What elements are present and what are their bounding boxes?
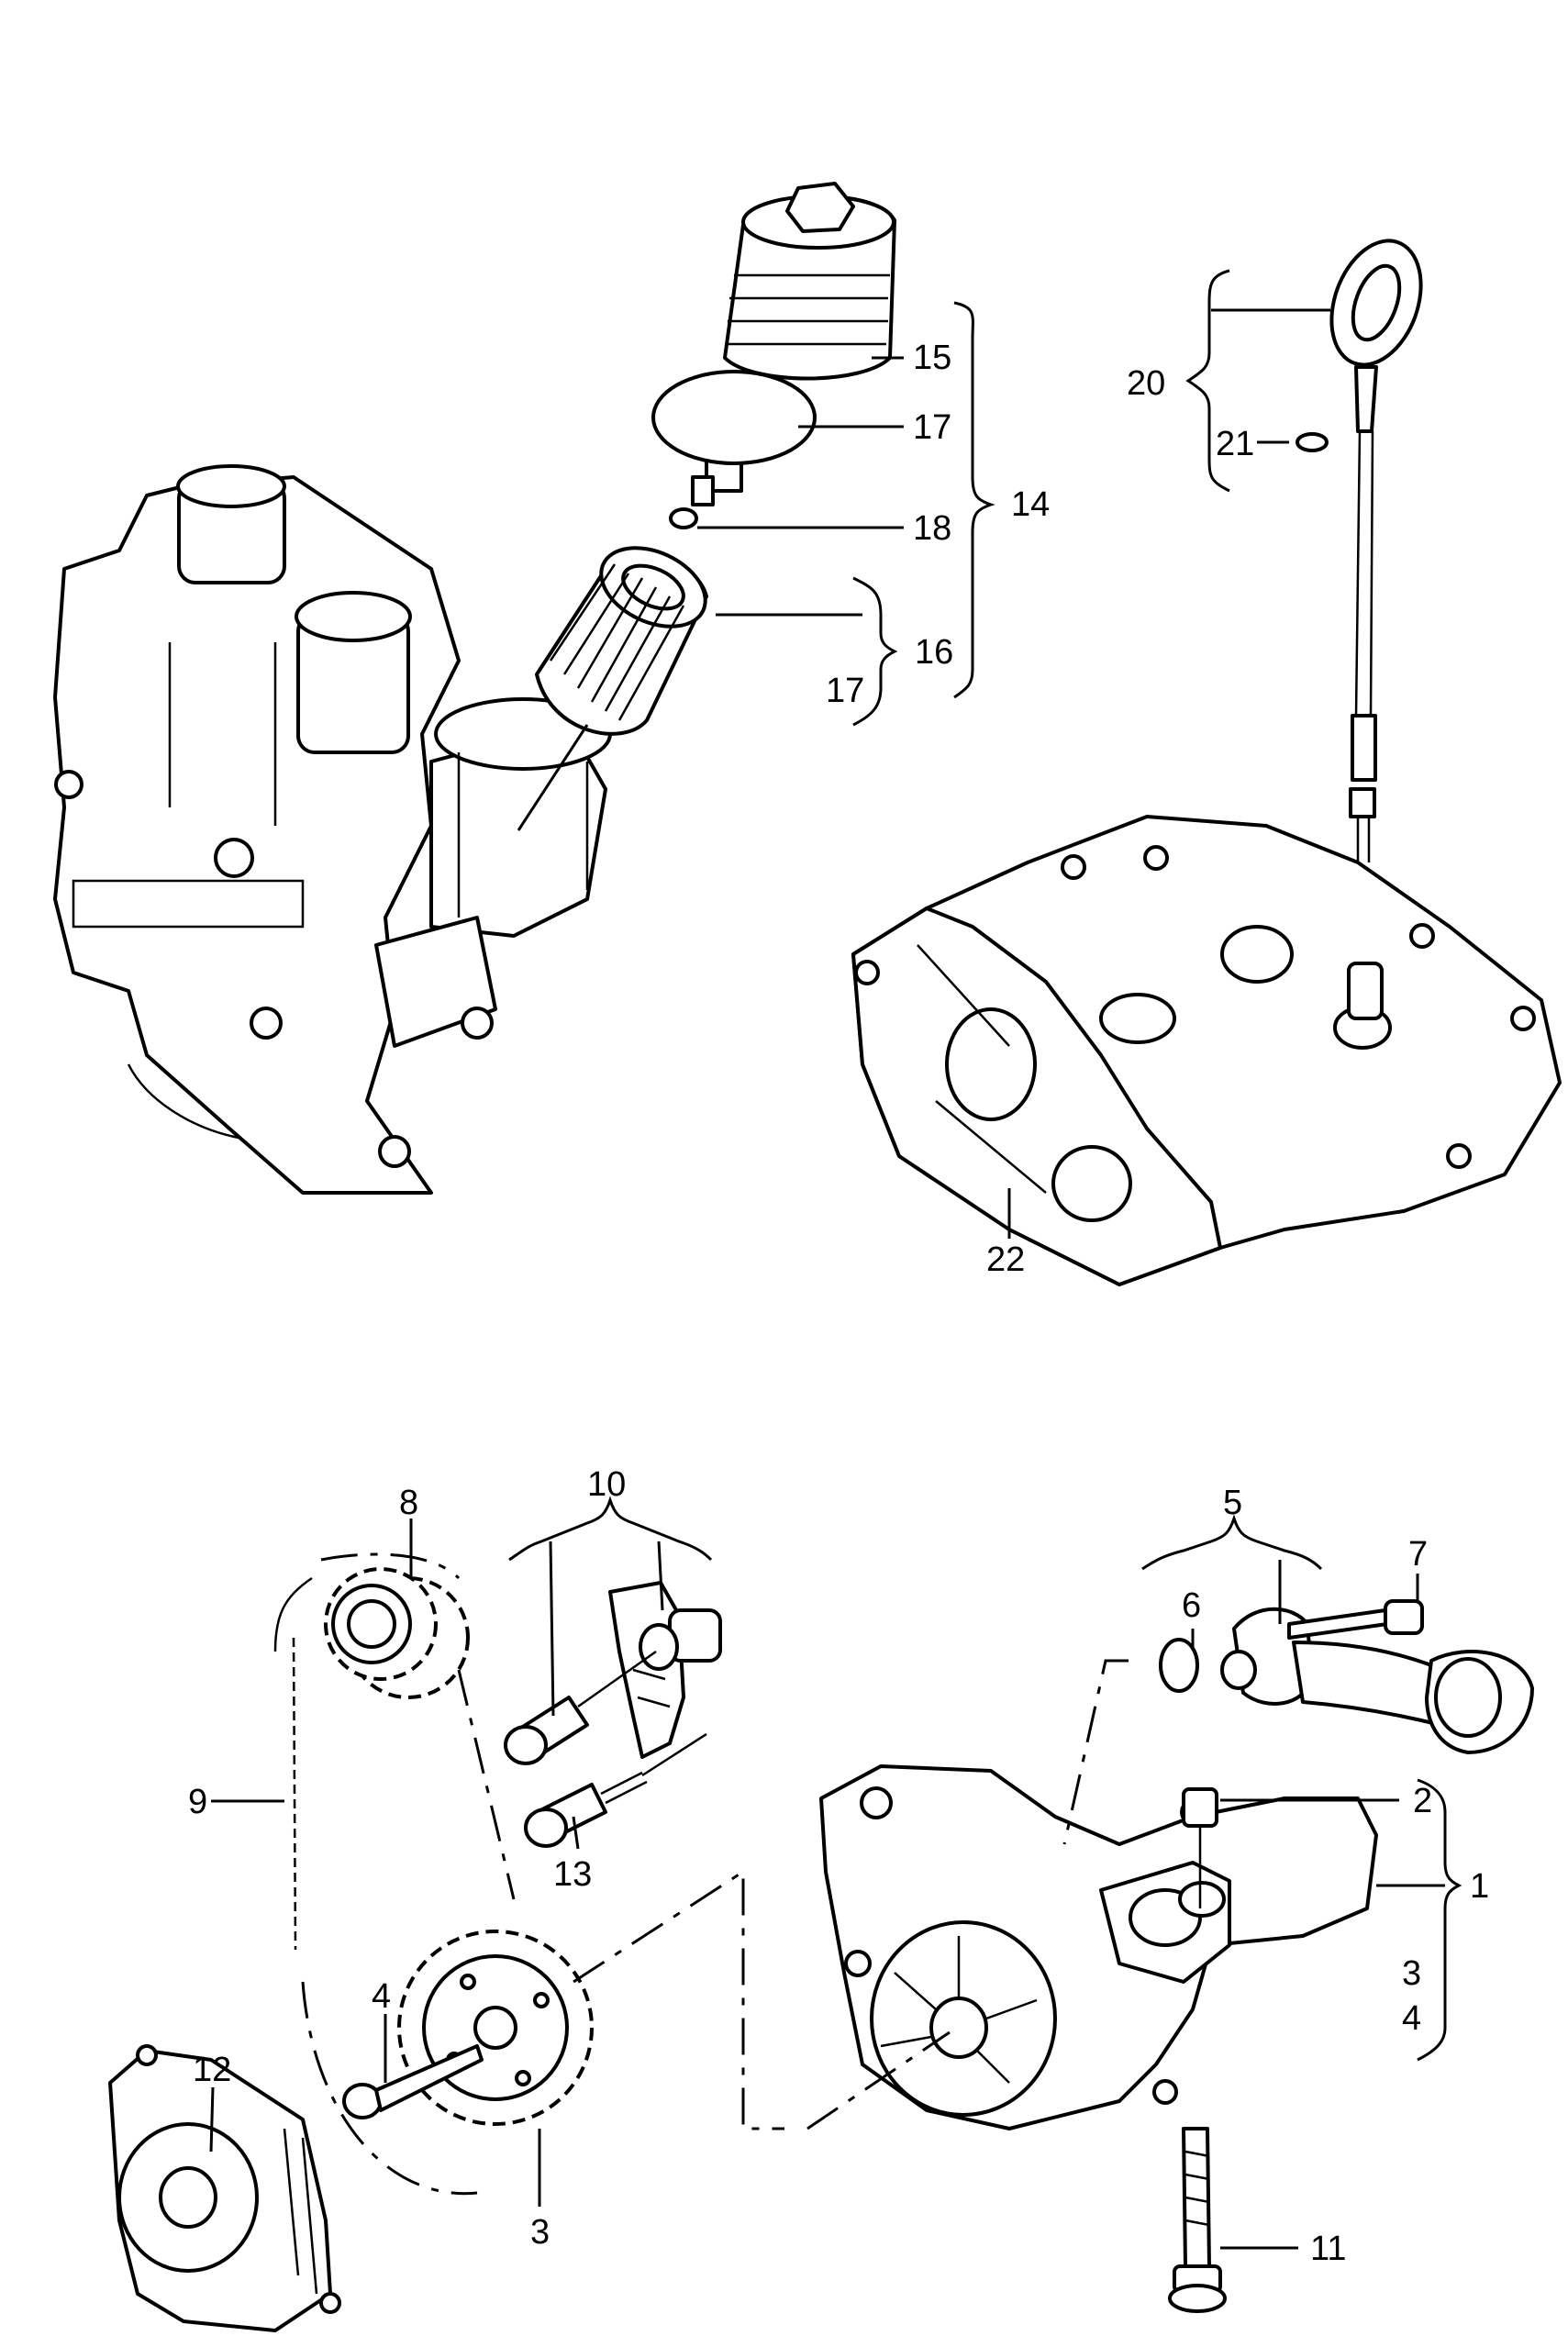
leader-lines-lower (209, 1496, 1462, 2250)
oil-filter-element (535, 546, 708, 736)
engine-block-housing (53, 464, 612, 1195)
leader-lines-upper (697, 269, 1330, 1239)
chain-tensioner (608, 1581, 722, 1759)
tensioner-bolt (524, 1732, 707, 1848)
suction-pipe-o-ring (1159, 1638, 1199, 1693)
oil-pump-sprocket (397, 1930, 594, 2126)
pump-bolt-bottom (1168, 2127, 1227, 2313)
callout-14: 14 (1011, 485, 1050, 524)
washer (1296, 432, 1329, 452)
oil-sump-bedplate (851, 815, 1562, 1286)
chain-guard-cover (108, 2044, 341, 2332)
seal-ring-small (669, 507, 698, 529)
callout-9: 9 (188, 1783, 207, 1821)
callout-6: 6 (1182, 1586, 1201, 1625)
callout-16: 16 (915, 633, 953, 672)
callout-18: 18 (913, 509, 951, 548)
callout-15: 15 (913, 339, 951, 377)
sprocket-screw (342, 2044, 484, 2119)
camshaft-sprocket (324, 1567, 470, 1699)
callout-1: 1 (1470, 1867, 1489, 1906)
callout-2: 2 (1413, 1782, 1432, 1820)
callout-labels: 15 17 14 18 16 17 20 21 22 8 10 9 13 4 1… (188, 339, 1489, 2268)
suction-pipe-bolt (1287, 1599, 1424, 1640)
pump-bolt-top (1182, 1787, 1218, 1908)
dipstick (1329, 239, 1423, 862)
callout-22: 22 (986, 1240, 1025, 1279)
callout-10: 10 (587, 1465, 626, 1504)
callout-3-left: 3 (530, 2213, 550, 2252)
callout-4-left: 4 (372, 1977, 391, 2016)
o-ring-large (651, 370, 817, 465)
timing-chain (273, 1552, 516, 2196)
callout-4-right: 4 (1402, 1999, 1421, 2038)
callout-7: 7 (1408, 1535, 1428, 1574)
callout-11: 11 (1310, 2230, 1346, 2268)
callout-3-right: 3 (1402, 1954, 1421, 1993)
callout-17-bottom: 17 (826, 672, 864, 710)
callout-13: 13 (553, 1855, 592, 1894)
callout-17-top: 17 (913, 408, 951, 447)
callout-8: 8 (399, 1484, 418, 1522)
callout-20: 20 (1127, 364, 1165, 403)
alignment-lines (573, 1659, 1129, 2130)
oil-suction-pipe (1220, 1607, 1534, 1754)
callout-12: 12 (193, 2051, 231, 2089)
callout-5: 5 (1223, 1484, 1242, 1522)
callout-21: 21 (1216, 425, 1254, 463)
oil-pump (819, 1764, 1378, 2130)
